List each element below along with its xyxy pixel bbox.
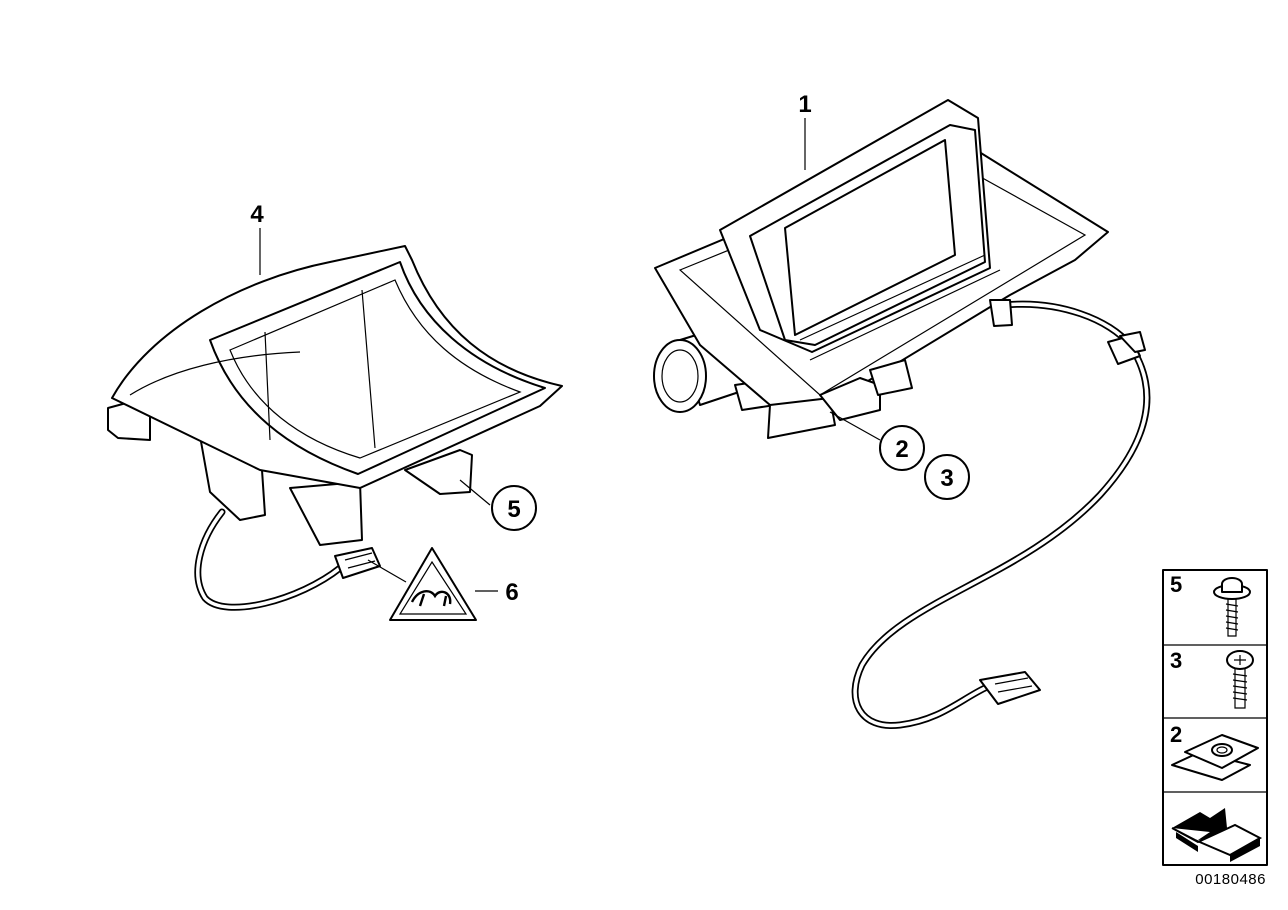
callout-6: 6 xyxy=(505,579,518,606)
callout-3: 3 xyxy=(924,454,970,500)
callout-4-label: 4 xyxy=(250,201,264,228)
callout-3-label: 3 xyxy=(940,465,953,492)
screw-with-washer-icon xyxy=(1213,577,1251,637)
arrow-icon xyxy=(1171,808,1263,862)
cover-cable xyxy=(194,508,381,611)
screw-icon xyxy=(1226,650,1254,709)
cover-bezel xyxy=(209,261,546,475)
diagram-reference-number: 00180486 xyxy=(1195,871,1266,888)
base-foot xyxy=(767,397,836,439)
warning-label xyxy=(389,547,477,621)
legend-row-3: 3 xyxy=(1170,648,1254,709)
callout-2-label: 2 xyxy=(895,436,908,463)
display-cable xyxy=(851,300,1151,730)
legend-3-number: 3 xyxy=(1170,648,1182,673)
callout-6-label: 6 xyxy=(505,579,518,606)
display-cover-assembly xyxy=(107,245,563,611)
display-unit-assembly xyxy=(653,99,1151,730)
legend-row-5: 5 xyxy=(1170,572,1251,637)
callout-5: 5 xyxy=(491,485,537,531)
callout-1: 1 xyxy=(798,91,811,118)
parts-legend: 5 3 2 xyxy=(1162,569,1268,866)
callout-4: 4 xyxy=(250,201,264,228)
right-bracket xyxy=(404,449,473,495)
callout-5-label: 5 xyxy=(507,496,520,523)
center-bracket xyxy=(289,481,363,546)
legend-5-number: 5 xyxy=(1170,572,1182,597)
legend-row-2: 2 xyxy=(1170,722,1259,781)
legend-row-arrow xyxy=(1171,808,1263,862)
display-screen xyxy=(784,139,956,336)
callout-1-label: 1 xyxy=(798,91,811,118)
clip-nut-icon xyxy=(1171,734,1259,781)
leader-lines xyxy=(259,118,881,592)
callout-2: 2 xyxy=(879,425,925,471)
legend-2-number: 2 xyxy=(1170,722,1182,747)
